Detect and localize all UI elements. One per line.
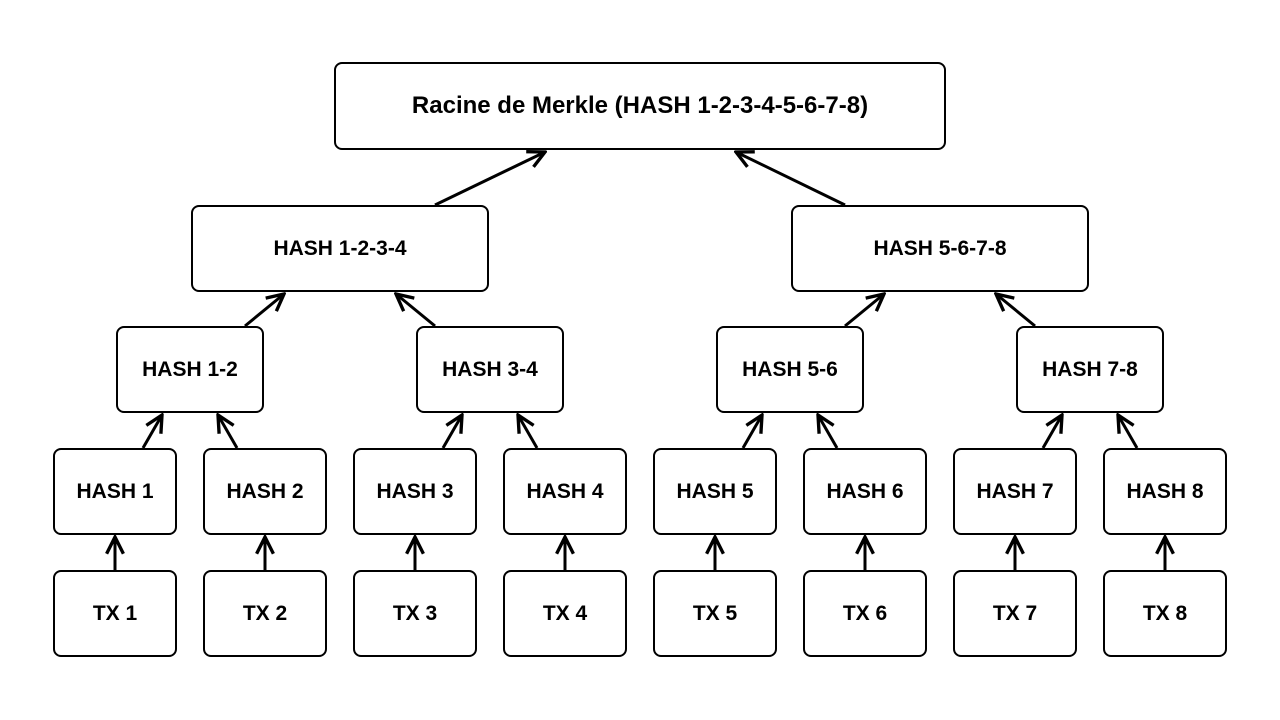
tx-1-node: TX 1 bbox=[53, 570, 177, 657]
hash-3-node: HASH 3 bbox=[353, 448, 477, 535]
merkle-root-node: Racine de Merkle (HASH 1-2-3-4-5-6-7-8) bbox=[334, 62, 946, 150]
hash-3-4-to-hash-1-2-3-4-arrow bbox=[396, 294, 436, 328]
hash-7-8-node: HASH 7-8 bbox=[1016, 326, 1164, 413]
hash-1-2-to-hash-1-2-3-4-arrow bbox=[244, 294, 284, 328]
hash-7-8-label: HASH 7-8 bbox=[1042, 357, 1138, 381]
hash-6-label: HASH 6 bbox=[826, 479, 904, 503]
hash-5-6-label: HASH 5-6 bbox=[742, 357, 838, 381]
hash-4-node: HASH 4 bbox=[503, 448, 627, 535]
hash-4-to-hash-3-4-arrow bbox=[518, 415, 539, 449]
hash-1-2-3-4-label: HASH 1-2-3-4 bbox=[273, 236, 407, 260]
tx-2-node: TX 2 bbox=[203, 570, 327, 657]
hash-2-label: HASH 2 bbox=[226, 479, 304, 503]
hash-5-node: HASH 5 bbox=[653, 448, 777, 535]
hash-7-8-to-hash-5-6-7-8-arrow bbox=[996, 294, 1036, 328]
hash-1-node: HASH 1 bbox=[53, 448, 177, 535]
hash-5-6-to-hash-5-6-7-8-arrow bbox=[844, 294, 884, 328]
hash-1-2-label: HASH 1-2 bbox=[142, 357, 238, 381]
hash-2-to-hash-1-2-arrow bbox=[218, 415, 239, 449]
hash-7-node: HASH 7 bbox=[953, 448, 1077, 535]
hash-6-node: HASH 6 bbox=[803, 448, 927, 535]
hash-2-node: HASH 2 bbox=[203, 448, 327, 535]
tx-3-node: TX 3 bbox=[353, 570, 477, 657]
hash-5-6-7-8-label: HASH 5-6-7-8 bbox=[873, 236, 1007, 260]
hash-5-6-node: HASH 5-6 bbox=[716, 326, 864, 413]
hash-3-to-hash-3-4-arrow bbox=[441, 415, 462, 449]
hash-8-to-hash-7-8-arrow bbox=[1118, 415, 1139, 449]
tx-7-label: TX 7 bbox=[992, 601, 1038, 625]
hash-3-4-label: HASH 3-4 bbox=[442, 357, 538, 381]
hash-5-to-hash-5-6-arrow bbox=[741, 415, 762, 449]
tx-4-node: TX 4 bbox=[503, 570, 627, 657]
tx-4-label: TX 4 bbox=[542, 601, 588, 625]
hash-1-2-3-4-to-root-arrow bbox=[434, 152, 545, 207]
tx-3-label: TX 3 bbox=[392, 601, 438, 625]
tx-2-label: TX 2 bbox=[242, 601, 288, 625]
hash-5-6-7-8-node: HASH 5-6-7-8 bbox=[791, 205, 1089, 292]
hash-1-2-node: HASH 1-2 bbox=[116, 326, 264, 413]
tx-8-label: TX 8 bbox=[1142, 601, 1188, 625]
tx-5-label: TX 5 bbox=[692, 601, 738, 625]
tx-7-node: TX 7 bbox=[953, 570, 1077, 657]
hash-6-to-hash-5-6-arrow bbox=[818, 415, 839, 449]
tx-8-node: TX 8 bbox=[1103, 570, 1227, 657]
hash-7-label: HASH 7 bbox=[976, 479, 1054, 503]
hash-1-to-hash-1-2-arrow bbox=[141, 415, 162, 449]
hash-1-label: HASH 1 bbox=[76, 479, 154, 503]
hash-5-label: HASH 5 bbox=[676, 479, 754, 503]
hash-7-to-hash-7-8-arrow bbox=[1041, 415, 1062, 449]
hash-3-4-node: HASH 3-4 bbox=[416, 326, 564, 413]
hash-8-label: HASH 8 bbox=[1126, 479, 1204, 503]
hash-1-2-3-4-node: HASH 1-2-3-4 bbox=[191, 205, 489, 292]
hash-4-label: HASH 4 bbox=[526, 479, 604, 503]
tx-5-node: TX 5 bbox=[653, 570, 777, 657]
hash-5-6-7-8-to-root-arrow bbox=[736, 152, 846, 207]
tx-6-label: TX 6 bbox=[842, 601, 888, 625]
merkle-root-label: Racine de Merkle (HASH 1-2-3-4-5-6-7-8) bbox=[411, 92, 869, 119]
hash-8-node: HASH 8 bbox=[1103, 448, 1227, 535]
hash-3-label: HASH 3 bbox=[376, 479, 454, 503]
tx-1-label: TX 1 bbox=[92, 601, 138, 625]
tx-6-node: TX 6 bbox=[803, 570, 927, 657]
